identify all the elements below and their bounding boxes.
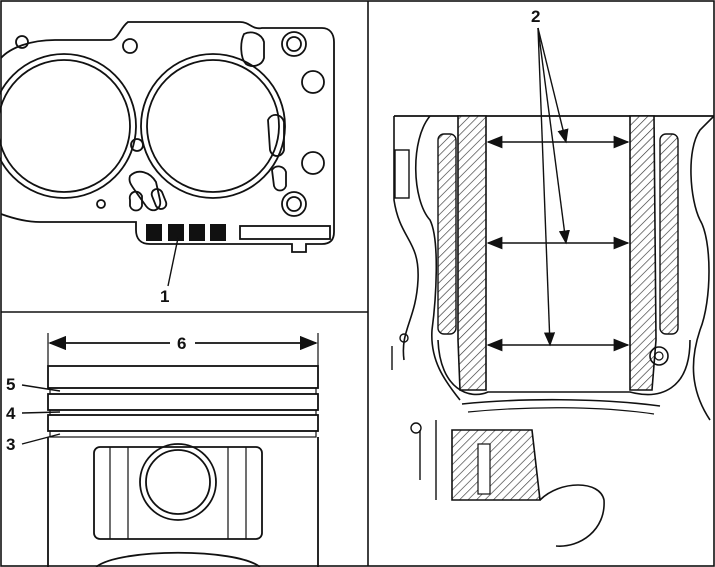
- head-gasket-panel: [0, 21, 335, 253]
- small-hole: [399, 333, 409, 343]
- block-outline-right: [690, 115, 715, 421]
- callout-4-label: 4: [6, 404, 16, 423]
- bolt-hole: [301, 70, 325, 94]
- callout-2-leader: [537, 27, 570, 245]
- bolt-hole: [281, 31, 307, 57]
- cylinder-section-panel: [391, 27, 715, 547]
- bolt-hole: [15, 35, 29, 49]
- callout-2-leader: [537, 27, 569, 144]
- water-passage: [240, 31, 265, 67]
- connecting-rod: [451, 429, 541, 501]
- crank-outline: [539, 484, 605, 547]
- callout-1-leader: [167, 237, 179, 287]
- oil-passage: [654, 351, 664, 361]
- oil-passage: [649, 346, 669, 366]
- bolt-hole: [281, 191, 307, 217]
- water-passage: [267, 114, 285, 157]
- water-passage: [150, 188, 168, 210]
- callout-5-label: 5: [6, 375, 15, 394]
- piston-pin-bore: [145, 449, 211, 515]
- pin-boss-inner: [109, 447, 247, 539]
- cylinder-flange: [437, 339, 691, 396]
- pin-boss: [93, 446, 263, 540]
- callout-2-leader: [537, 27, 556, 347]
- block-lower-left: [419, 420, 437, 500]
- callout-2-label: 2: [531, 7, 540, 26]
- water-passage: [128, 190, 143, 212]
- bolt-hole: [286, 36, 302, 52]
- callout-1-label: 1: [160, 287, 169, 306]
- cylinder-wall-right: [629, 115, 657, 391]
- gasket-label-plate: [239, 225, 331, 240]
- cylinder-bore-2-inner: [146, 59, 280, 193]
- water-jacket-left: [437, 133, 457, 335]
- water-passage: [271, 165, 287, 192]
- ring-groove-3: [49, 430, 317, 438]
- bolt-head: [394, 149, 410, 199]
- bolt-hole: [130, 138, 144, 152]
- small-hole: [410, 422, 422, 434]
- bolt-hole: [301, 151, 325, 175]
- id-mark: [189, 224, 205, 241]
- cylinder-bore-1-inner: [0, 59, 131, 193]
- seal-strip: [461, 398, 661, 407]
- bolt-hole: [286, 196, 302, 212]
- piston-pin: [139, 443, 217, 521]
- piston-land-2: [47, 393, 319, 411]
- bolt-hole: [96, 199, 106, 209]
- cylinder-bore-2: [140, 53, 286, 199]
- id-mark: [210, 224, 226, 241]
- id-mark: [168, 224, 184, 241]
- piston-land-3: [47, 414, 319, 432]
- water-passage: [128, 170, 162, 212]
- water-jacket-right: [659, 133, 679, 335]
- gasket-outline: [0, 21, 335, 253]
- piston-callout-leaders: [21, 384, 61, 445]
- id-mark: [146, 224, 162, 241]
- piston-panel: [47, 333, 319, 567]
- piston-crown: [47, 365, 319, 389]
- gasket-identification-marks: [146, 224, 226, 241]
- bolt-hole: [122, 38, 138, 54]
- cylinder-bore-1: [0, 53, 137, 199]
- callout-6-label: 6: [177, 334, 186, 353]
- piston-skirt: [47, 437, 319, 567]
- seal-strip: [467, 407, 655, 415]
- skirt-bottom: [95, 551, 261, 567]
- cylinder-wall-left: [457, 115, 487, 391]
- rod-slot: [477, 443, 491, 495]
- callout-3-label: 3: [6, 435, 15, 454]
